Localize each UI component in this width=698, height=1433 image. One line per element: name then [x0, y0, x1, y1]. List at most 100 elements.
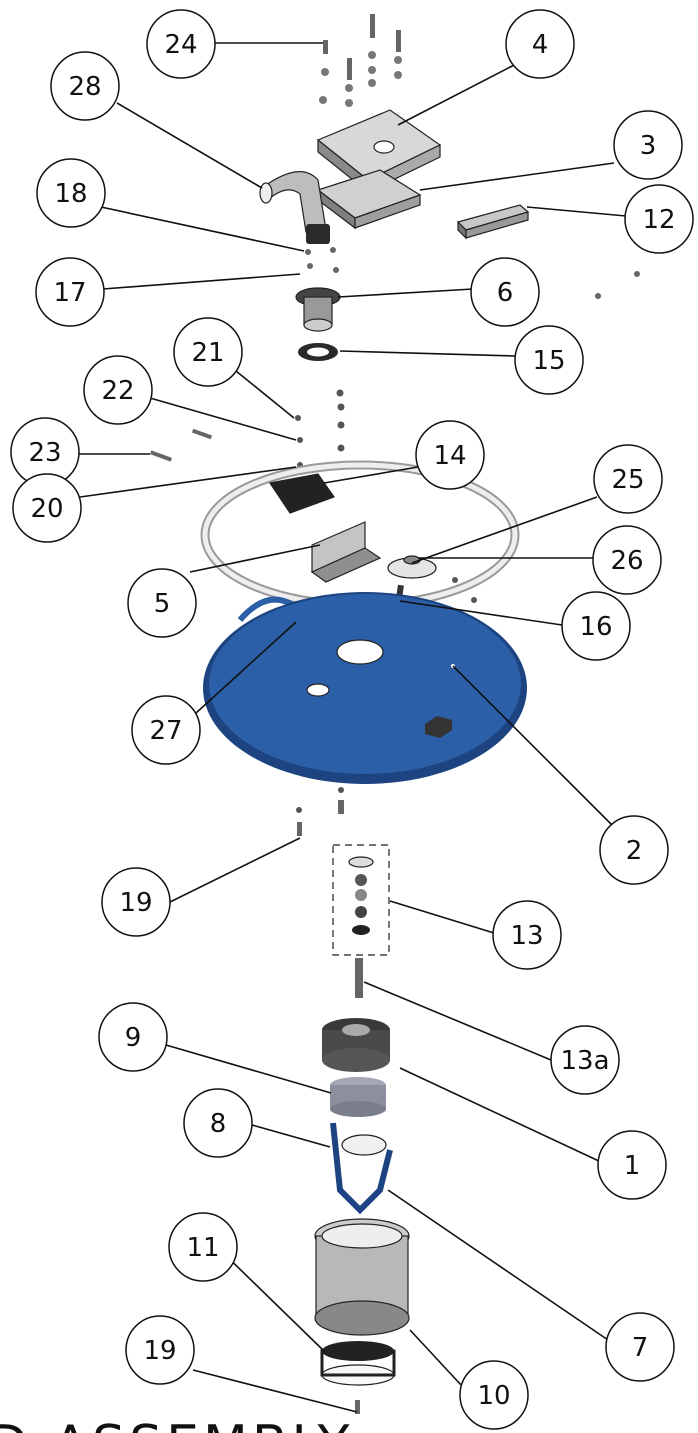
- leader-25: [411, 496, 598, 564]
- leader-9: [165, 1044, 332, 1094]
- hardware-column: [149, 389, 345, 468]
- callout-25: 25: [593, 444, 663, 514]
- callout-16: 16: [561, 591, 631, 661]
- callout-17: 17: [35, 257, 105, 327]
- callout-24: 24: [146, 9, 216, 79]
- callout-19-lower-label: 19: [143, 1336, 176, 1366]
- leader-13: [389, 900, 495, 934]
- callout-4-label: 4: [532, 30, 549, 60]
- callout-16-label: 16: [579, 612, 612, 642]
- callout-8-label: 8: [210, 1109, 227, 1139]
- leader-27: [195, 621, 297, 714]
- cylinder-10: [314, 1218, 410, 1336]
- ring-11: [320, 1341, 396, 1386]
- callout-13a: 13a: [550, 1025, 620, 1095]
- callout-1: 1: [597, 1130, 667, 1200]
- washer-15: [298, 343, 338, 361]
- callout-12: 12: [624, 184, 694, 254]
- leader-5: [189, 544, 321, 573]
- leader-20: [79, 466, 297, 498]
- leader-22: [149, 397, 297, 441]
- leader-7: [387, 1189, 612, 1343]
- leader-19a: [169, 837, 301, 903]
- callout-5: 5: [127, 568, 197, 638]
- callout-8: 8: [183, 1088, 253, 1158]
- leader-21: [235, 370, 295, 419]
- callout-14-label: 14: [433, 441, 466, 471]
- leader-2: [452, 665, 613, 826]
- screws-below-lid: [296, 787, 344, 836]
- callout-10-label: 10: [477, 1381, 510, 1411]
- callout-7-label: 7: [632, 1333, 649, 1363]
- bracket-12: [456, 204, 530, 240]
- callout-22: 22: [83, 355, 153, 425]
- callout-23-label: 23: [28, 438, 61, 468]
- callout-18: 18: [36, 158, 106, 228]
- plate-3: [316, 169, 422, 230]
- callout-15-label: 15: [532, 346, 565, 376]
- callout-2: 2: [599, 815, 669, 885]
- callout-15: 15: [514, 325, 584, 395]
- callout-21: 21: [173, 317, 243, 387]
- callout-28-label: 28: [68, 72, 101, 102]
- leader-10: [409, 1329, 463, 1387]
- callout-28: 28: [50, 51, 120, 121]
- callout-3-label: 3: [640, 131, 657, 161]
- callout-21-label: 21: [191, 338, 224, 368]
- leader-12: [526, 206, 627, 217]
- bracket-5: [310, 521, 382, 583]
- callout-6-label: 6: [497, 278, 514, 308]
- leader-17: [102, 273, 301, 290]
- leader-13a: [363, 981, 552, 1061]
- drawing-title: D ASSEMBLY: [0, 1415, 353, 1433]
- callout-balloons: 24 4 28 3 18 12 17 6 15 21 22 23 14 25 2…: [10, 9, 694, 1430]
- callout-27: 27: [131, 695, 201, 765]
- small-nuts-18-17: [305, 247, 640, 299]
- callout-17-label: 17: [53, 278, 86, 308]
- callout-13: 13: [492, 900, 562, 970]
- leader-lines: [79, 42, 627, 1413]
- blue-lid-2: [203, 592, 527, 784]
- part-8-7: [330, 1122, 393, 1215]
- leader-15: [339, 350, 517, 357]
- callout-20: 20: [12, 473, 82, 543]
- group-13-components: [332, 844, 390, 998]
- leader-4: [397, 62, 519, 126]
- elbow-28: [259, 171, 330, 244]
- callout-9-label: 9: [125, 1023, 142, 1053]
- callout-2-label: 2: [626, 836, 643, 866]
- callout-19-upper-label: 19: [119, 888, 152, 918]
- callout-6: 6: [470, 257, 540, 327]
- callout-26-label: 26: [610, 546, 643, 576]
- leader-28: [116, 102, 263, 189]
- leader-19b: [192, 1369, 358, 1413]
- bottom-screw: [355, 1400, 360, 1414]
- leader-3: [419, 162, 615, 191]
- callout-12-label: 12: [642, 205, 675, 235]
- callout-27-label: 27: [149, 716, 182, 746]
- callout-4: 4: [505, 9, 575, 79]
- leader-8: [251, 1124, 331, 1148]
- callout-11-label: 11: [186, 1233, 219, 1263]
- callout-13a-label: 13a: [560, 1046, 609, 1076]
- leader-18: [100, 206, 305, 252]
- callout-14: 14: [415, 420, 485, 490]
- callout-7: 7: [605, 1312, 675, 1382]
- callout-20-label: 20: [30, 494, 63, 524]
- callout-19-upper: 19: [101, 867, 171, 937]
- callout-22-label: 22: [101, 376, 134, 406]
- leader-6: [337, 288, 474, 298]
- callout-3: 3: [613, 110, 683, 180]
- leader-16: [399, 600, 563, 626]
- callout-24-label: 24: [164, 30, 197, 60]
- callout-9: 9: [98, 1002, 168, 1072]
- top-screws: [319, 14, 402, 107]
- callout-5-label: 5: [154, 589, 171, 619]
- leader-1: [399, 1067, 602, 1163]
- callout-13-label: 13: [510, 921, 543, 951]
- fitting-6: [295, 287, 341, 332]
- callout-11: 11: [168, 1212, 238, 1282]
- callout-10: 10: [459, 1360, 529, 1430]
- parts-drawing: [149, 14, 640, 1414]
